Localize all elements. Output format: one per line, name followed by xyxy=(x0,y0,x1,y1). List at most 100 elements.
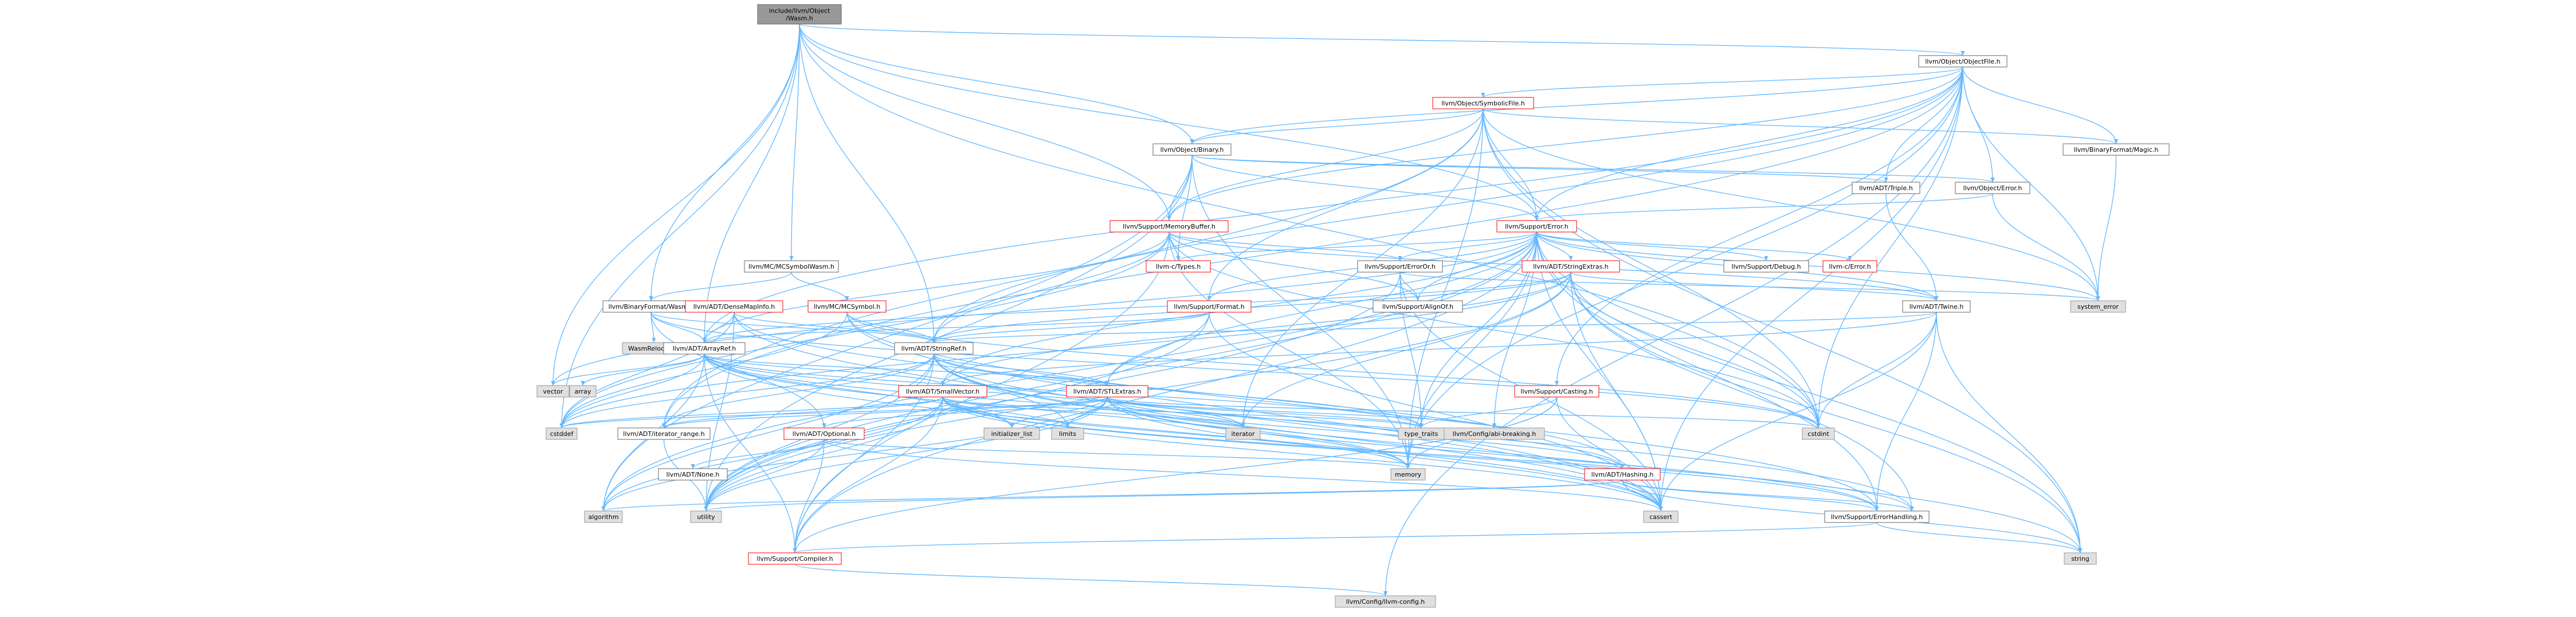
node-arrayref[interactable]: llvm/ADT/ArrayRef.h xyxy=(663,342,746,355)
edge-mcsymbolwasm-to-bfwasm xyxy=(649,272,792,301)
node-box-smallvector xyxy=(898,385,987,398)
node-memory: memory xyxy=(1390,468,1426,481)
node-box-abibreaking xyxy=(1444,427,1545,440)
edge-error-to-debug xyxy=(1536,231,1769,261)
node-errorhandling[interactable]: llvm/Support/ErrorHandling.h xyxy=(1824,510,1930,523)
edge-binary-to-ctypes xyxy=(1176,155,1193,261)
edge-symbolicfile-to-string xyxy=(1483,108,2083,553)
edge-smallvector-to-cassert xyxy=(942,396,1663,512)
node-box-hashing xyxy=(1584,468,1661,481)
edge-root-to-objectfile xyxy=(799,23,1965,56)
node-memorybuffer[interactable]: llvm/Support/MemoryBuffer.h xyxy=(1109,220,1229,233)
edge-objectfile-to-cstdint xyxy=(1816,66,1963,429)
edge-smallvector-to-type_traits xyxy=(942,396,1424,429)
edge-error-to-string xyxy=(1536,231,2083,553)
edge-error-to-ctypes xyxy=(1176,231,1538,261)
node-smallvector[interactable]: llvm/ADT/SmallVector.h xyxy=(898,385,987,398)
node-label-stringextras: llvm/ADT/StringExtras.h xyxy=(1533,263,1609,270)
node-label-binary: llvm/Object/Binary.h xyxy=(1160,146,1224,154)
edge-arrayref-to-smallvector xyxy=(704,353,945,386)
node-casting[interactable]: llvm/Support/Casting.h xyxy=(1514,385,1599,398)
node-ctypes[interactable]: llvm-c/Types.h xyxy=(1146,260,1211,273)
node-box-string xyxy=(2064,552,2097,565)
node-mcsymbolwasm[interactable]: llvm/MC/MCSymbolWasm.h xyxy=(744,260,839,273)
node-label-optional: llvm/ADT/Optional.h xyxy=(793,430,856,438)
node-utility: utility xyxy=(690,510,722,523)
node-twine[interactable]: llvm/ADT/Twine.h xyxy=(1902,300,1971,313)
node-box-casting xyxy=(1514,385,1599,398)
node-objerror[interactable]: llvm/Object/Error.h xyxy=(1955,182,2030,194)
edge-objectfile-to-arrayref xyxy=(702,66,1963,343)
node-stringref[interactable]: llvm/ADT/StringRef.h xyxy=(894,342,974,355)
node-box-alignof xyxy=(1373,300,1463,313)
edge-symbolicfile-to-format xyxy=(1207,108,1484,301)
edge-bfwasm-to-stringref xyxy=(650,312,936,343)
node-objectfile[interactable]: llvm/Object/ObjectFile.h xyxy=(1918,55,2008,68)
node-magic[interactable]: llvm/BinaryFormat/Magic.h xyxy=(2063,143,2170,156)
node-compiler[interactable]: llvm/Support/Compiler.h xyxy=(748,552,842,565)
edge-optional-to-none xyxy=(691,439,825,469)
node-box-array xyxy=(569,385,597,398)
node-binary[interactable]: llvm/Object/Binary.h xyxy=(1152,143,1232,156)
node-optional[interactable]: llvm/ADT/Optional.h xyxy=(783,427,865,440)
node-iterator_range[interactable]: llvm/ADT/iterator_range.h xyxy=(617,427,711,440)
node-debug[interactable]: llvm/Support/Debug.h xyxy=(1723,260,1809,273)
node-box-memory xyxy=(1390,468,1426,481)
node-erroror[interactable]: llvm/Support/ErrorOr.h xyxy=(1357,260,1443,273)
node-alignof[interactable]: llvm/Support/AlignOf.h xyxy=(1373,300,1463,313)
node-label-limits: limits xyxy=(1059,430,1076,438)
edge-binary-to-error xyxy=(1191,155,1539,221)
node-triple[interactable]: llvm/ADT/Triple.h xyxy=(1852,182,1920,194)
node-stringextras[interactable]: llvm/ADT/StringExtras.h xyxy=(1522,260,1620,273)
edge-bfwasm-to-arrayref xyxy=(650,312,707,343)
node-box-densemapinfo xyxy=(685,300,783,313)
node-box-vector xyxy=(536,385,570,398)
node-label-utility: utility xyxy=(697,513,715,521)
node-label-errorhandling: llvm/Support/ErrorHandling.h xyxy=(1831,513,1923,521)
node-box-symbolicfile xyxy=(1432,97,1534,109)
node-root[interactable]: include/llvm/Object/Wasm.h xyxy=(757,4,842,25)
edge-binary-to-triple xyxy=(1191,155,1888,183)
edge-root-to-memorybuffer xyxy=(799,23,1171,221)
edge-stlextras-to-cstdint xyxy=(1107,396,1821,429)
node-label-casting: llvm/Support/Casting.h xyxy=(1520,388,1593,395)
node-box-iterator xyxy=(1225,427,1261,440)
nodes-layer: include/llvm/Object/Wasm.h llvm/Object/Ob… xyxy=(536,4,2170,608)
edge-stlextras-to-hashing xyxy=(1107,396,1625,469)
node-box-debug xyxy=(1723,260,1809,273)
node-format[interactable]: llvm/Support/Format.h xyxy=(1167,300,1252,313)
node-label-bfwasm: llvm/BinaryFormat/Wasm.h xyxy=(609,303,694,311)
node-symbolicfile[interactable]: llvm/Object/SymbolicFile.h xyxy=(1432,97,1534,109)
node-mcsymbol[interactable]: llvm/MC/MCSymbol.h xyxy=(807,300,887,313)
node-box-binary xyxy=(1152,143,1232,156)
node-box-stringextras xyxy=(1522,260,1620,273)
edge-compiler-to-llvmconfig xyxy=(794,564,1387,596)
node-box-stringref xyxy=(894,342,974,355)
edge-smallvector-to-memory xyxy=(942,396,1410,469)
edge-casting-to-cassert xyxy=(1556,396,1663,512)
node-bfwasm[interactable]: llvm/BinaryFormat/Wasm.h xyxy=(602,300,700,313)
edge-stringref-to-stlextras xyxy=(933,353,1109,386)
node-abibreaking: llvm/Config/abi-breaking.h xyxy=(1444,427,1545,440)
node-box-memorybuffer xyxy=(1109,220,1229,233)
edge-root-to-stringref xyxy=(799,23,936,343)
edge-hashing-to-utility xyxy=(704,480,1623,512)
node-label-mcsymbolwasm: llvm/MC/MCSymbolWasm.h xyxy=(748,263,834,270)
node-cerror[interactable]: llvm-c/Error.h xyxy=(1822,260,1877,273)
node-label-none: llvm/ADT/None.h xyxy=(666,471,720,478)
edge-mcsymbolwasm-to-mcsymbol xyxy=(791,272,849,301)
node-label-twine: llvm/ADT/Twine.h xyxy=(1910,303,1964,311)
edge-optional-to-utility xyxy=(704,439,825,512)
node-densemapinfo[interactable]: llvm/ADT/DenseMapInfo.h xyxy=(685,300,783,313)
edge-stringextras-to-cstddef xyxy=(559,272,1571,429)
node-cstdint: cstdint xyxy=(1802,427,1835,440)
node-stlextras[interactable]: llvm/ADT/STLExtras.h xyxy=(1066,385,1148,398)
edge-binary-to-utility xyxy=(704,155,1193,512)
node-box-stlextras xyxy=(1066,385,1148,398)
node-none[interactable]: llvm/ADT/None.h xyxy=(658,468,728,481)
node-hashing[interactable]: llvm/ADT/Hashing.h xyxy=(1584,468,1661,481)
edge-stringextras-to-string xyxy=(1570,272,2083,553)
node-error[interactable]: llvm/Support/Error.h xyxy=(1496,220,1577,233)
edge-stringextras-to-cstdint xyxy=(1570,272,1821,429)
